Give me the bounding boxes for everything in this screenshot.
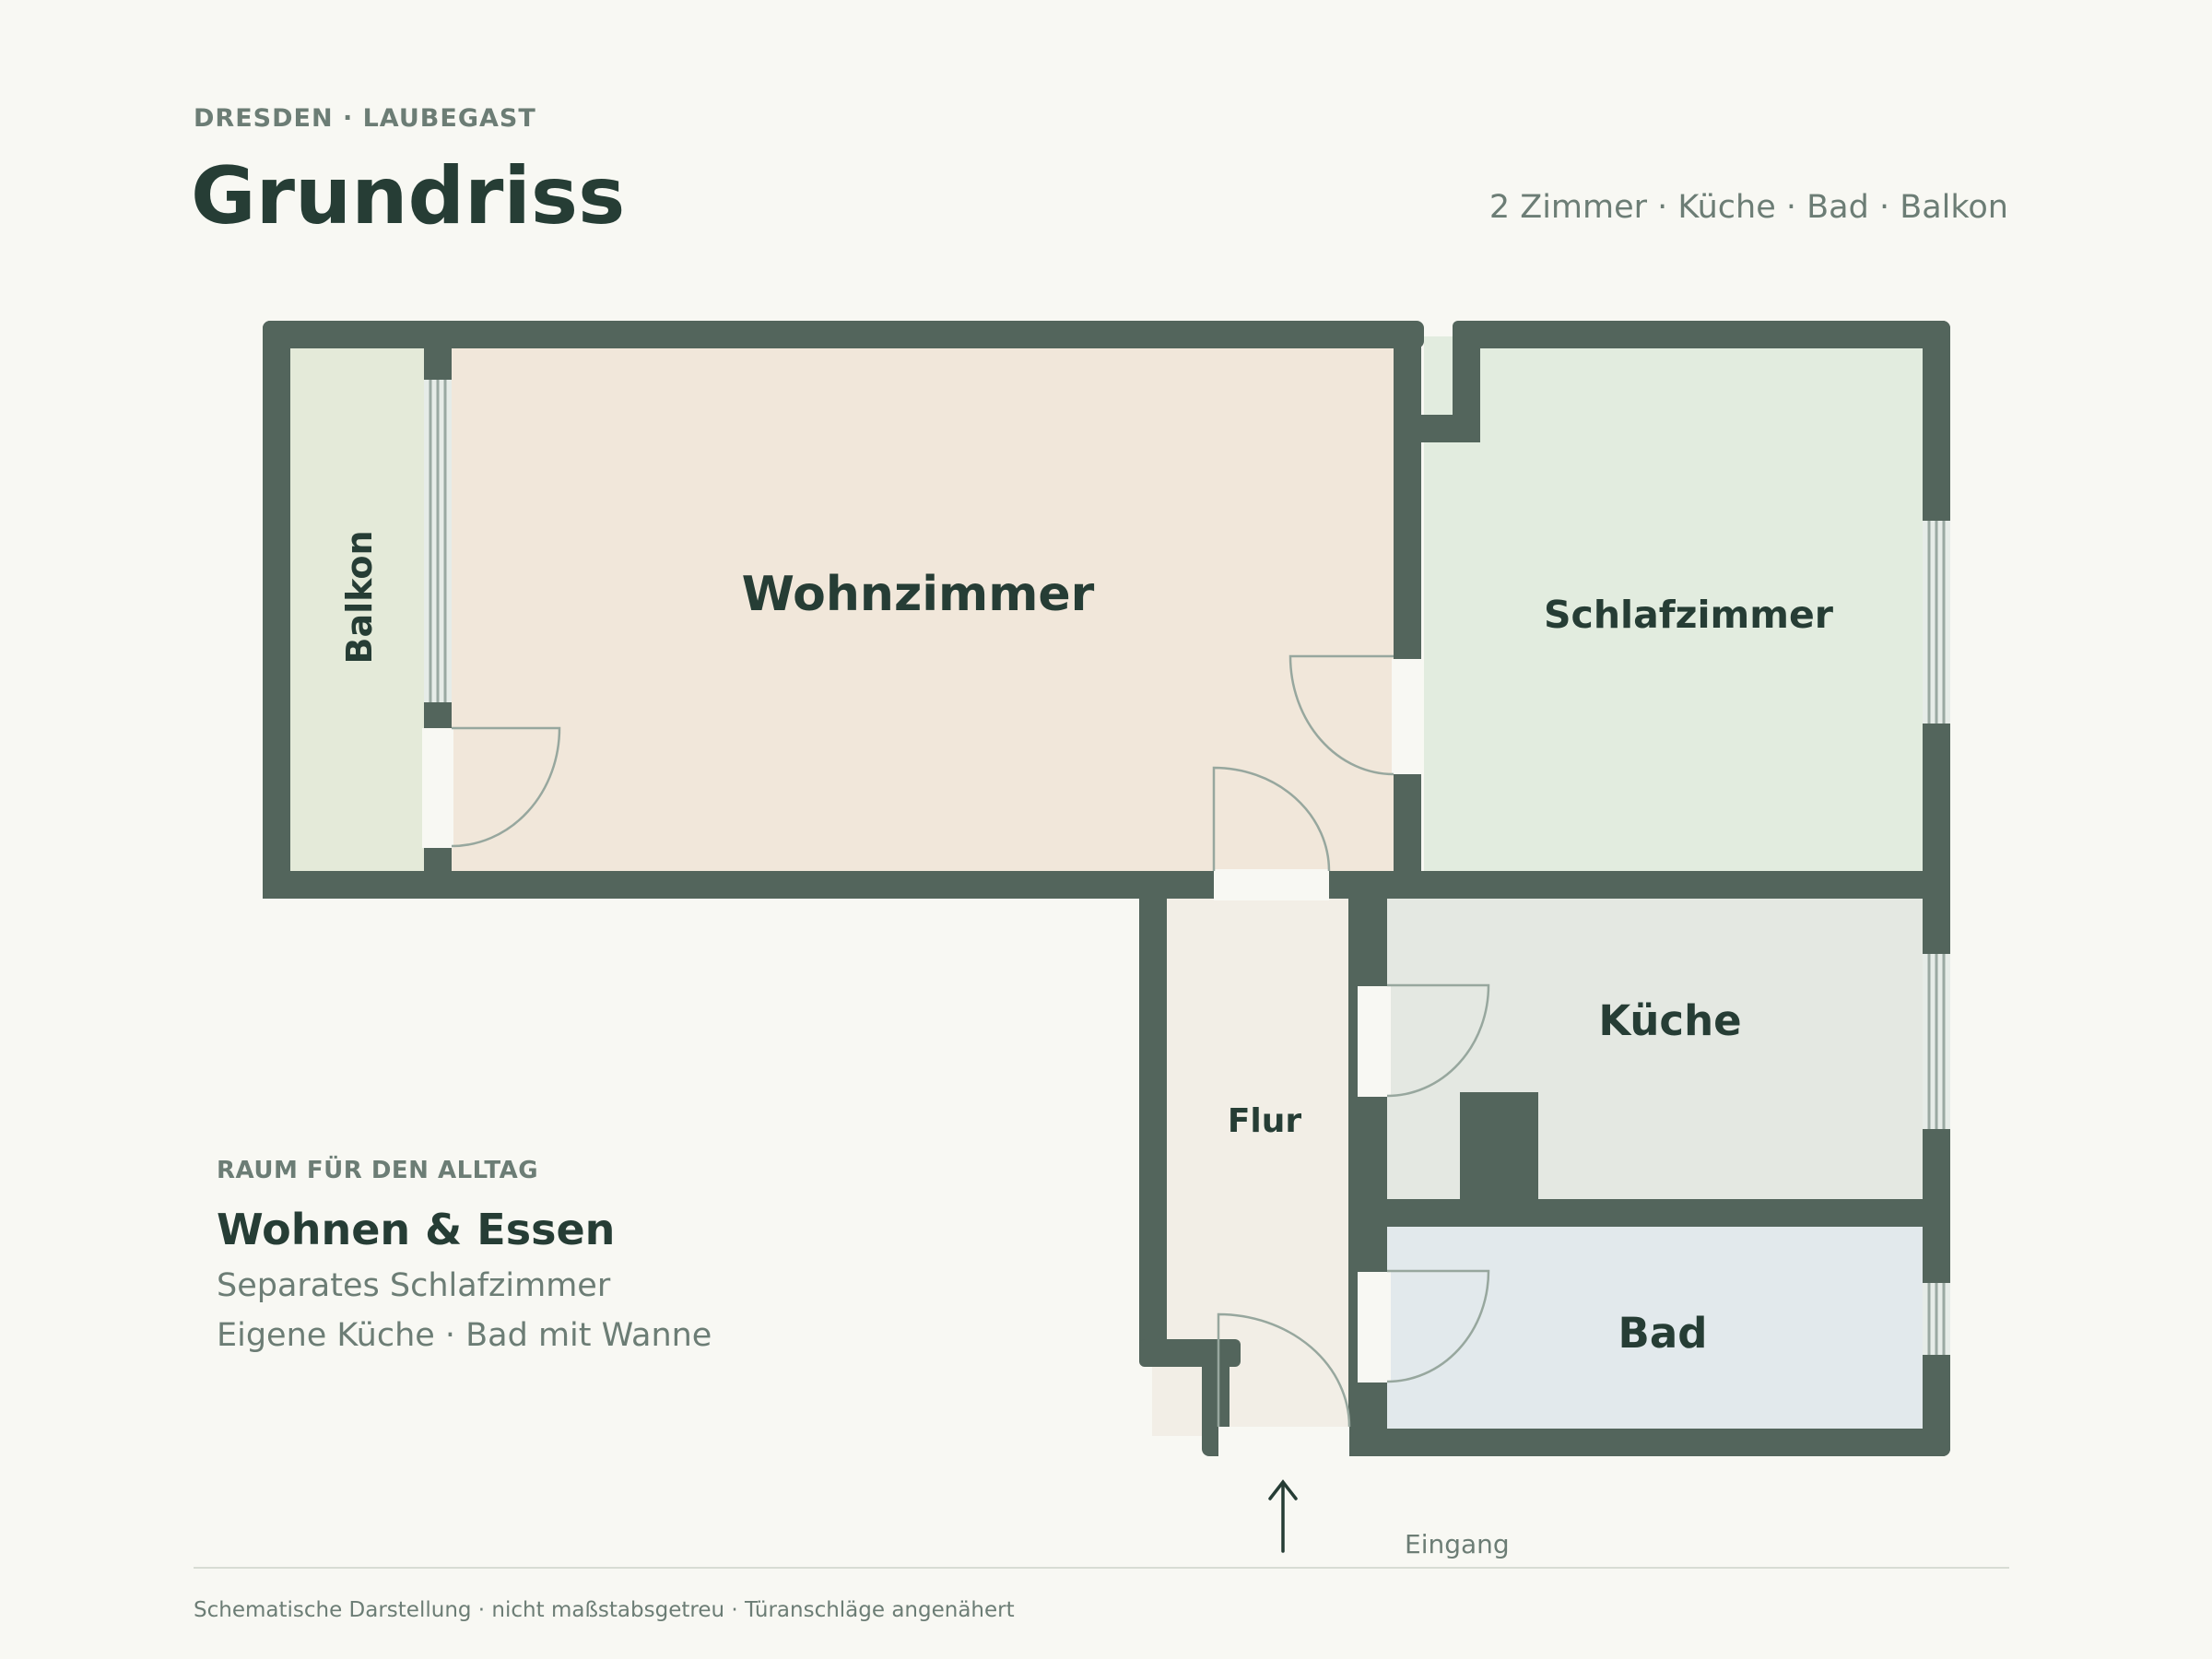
info-block: RAUM FÜR DEN ALLTAG Wohnen & Essen Separ… xyxy=(217,1157,712,1354)
footer-note: Schematische Darstellung · nicht maßstab… xyxy=(194,1598,1015,1622)
info-line: Separates Schlafzimmer xyxy=(217,1267,611,1304)
entrance-arrow-icon xyxy=(1268,1479,1298,1553)
door-openings xyxy=(422,659,1423,1458)
room-label-wohnzimmer: Wohnzimmer xyxy=(742,567,1095,622)
room-label-schlafzimmer: Schlafzimmer xyxy=(1544,593,1834,637)
page-title: Grundriss xyxy=(191,150,626,242)
entrance-label: Eingang xyxy=(1405,1529,1510,1559)
room-schlafzimmer-floor xyxy=(1424,336,1940,874)
info-heading: Wohnen & Essen xyxy=(217,1205,616,1254)
info-caption: RAUM FÜR DEN ALLTAG xyxy=(217,1157,539,1184)
room-label-kueche: Küche xyxy=(1598,996,1741,1045)
info-line: Eigene Küche · Bad mit Wanne xyxy=(217,1317,712,1354)
footer-divider xyxy=(194,1567,2009,1569)
window-balkon xyxy=(424,380,452,702)
room-label-flur: Flur xyxy=(1228,1102,1302,1140)
room-wohnzimmer-floor xyxy=(441,336,1397,874)
location-kicker: DRESDEN · LAUBEGAST xyxy=(194,104,536,133)
window-kueche xyxy=(1923,954,1950,1129)
room-label-bad: Bad xyxy=(1618,1309,1708,1358)
room-label-balkon: Balkon xyxy=(339,530,380,664)
page-subtitle: 2 Zimmer · Küche · Bad · Balkon xyxy=(1488,189,2008,226)
window-schlafzimmer xyxy=(1923,521,1950,724)
window-bad xyxy=(1923,1283,1950,1355)
door-swings xyxy=(451,654,1490,1428)
room-bad-floor xyxy=(1382,1222,1940,1436)
room-balkon-floor xyxy=(278,336,431,874)
